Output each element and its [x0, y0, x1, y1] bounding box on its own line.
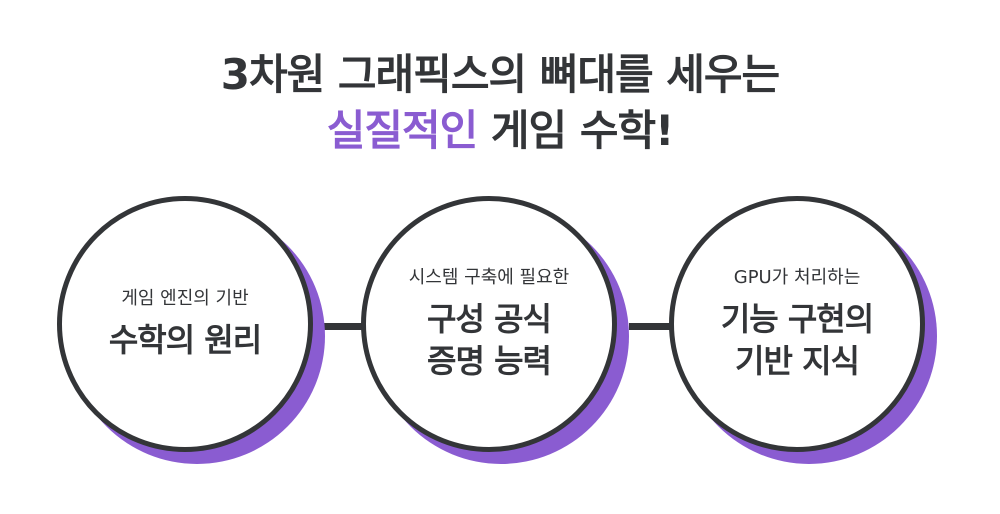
feature-circle-2: 시스템 구축에 필요한 구성 공식 증명 능력 [361, 196, 635, 470]
connector-line-2 [629, 323, 683, 330]
feature-circle-1: 게임 엔진의 기반 수학의 원리 [57, 196, 331, 470]
circle-title-line-1: 수학의 원리 [108, 321, 262, 359]
circle-title-line-2: 증명 능력 [427, 342, 552, 380]
circle-body: 게임 엔진의 기반 수학의 원리 [57, 196, 313, 452]
headline-line-1: 3차원 그래픽스의 뼈대를 세우는 [220, 50, 780, 99]
circle-title-line-1: 구성 공식 [427, 300, 552, 338]
feature-circle-3: GPU가 처리하는 기능 구현의 기반 지식 [669, 196, 943, 470]
headline-line-2: 실질적인 게임 수학! [0, 106, 1000, 156]
headline-rest-text: 게임 수학! [477, 106, 674, 155]
headline-accent-text: 실질적인 [326, 106, 479, 155]
circle-subtitle: 게임 엔진의 기반 [121, 288, 249, 309]
circle-subtitle: GPU가 처리하는 [733, 267, 861, 288]
connector-line-1 [324, 323, 378, 330]
circle-subtitle: 시스템 구축에 필요한 [408, 267, 570, 288]
circle-title-line-1: 기능 구현의 [720, 300, 874, 338]
circle-body: GPU가 처리하는 기능 구현의 기반 지식 [669, 196, 925, 452]
circle-body: 시스템 구축에 필요한 구성 공식 증명 능력 [361, 196, 617, 452]
circle-title-line-2: 기반 지식 [735, 342, 860, 380]
